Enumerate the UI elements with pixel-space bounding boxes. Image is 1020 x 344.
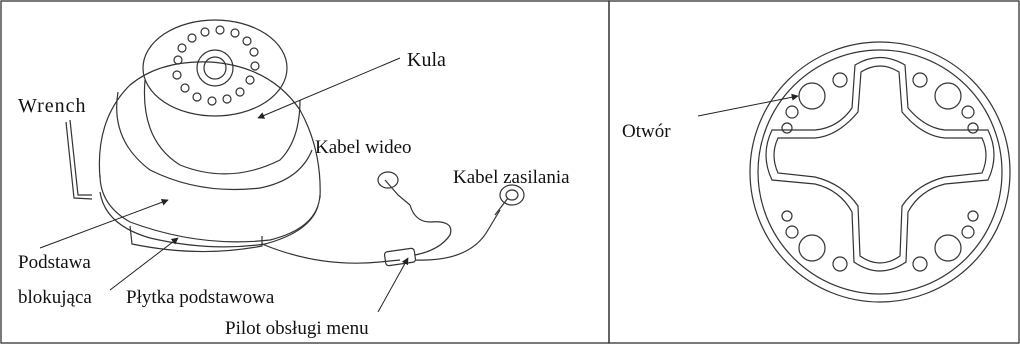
kabel-zasilania-label: Kabel zasilania — [453, 167, 570, 188]
wrench-label: Wrench — [18, 95, 87, 117]
kabel-wideo-label: Kabel wideo — [315, 137, 412, 158]
kula-arrow — [257, 57, 401, 119]
kula-label: Kula — [407, 49, 446, 71]
dome-camera-drawing — [65, 19, 525, 267]
plytka-label: Płytka podstawowa — [126, 287, 275, 308]
podstawa-label-line2: blokująca — [18, 287, 92, 308]
pilot-arrow — [377, 257, 409, 313]
otwor-label: Otwór — [622, 121, 671, 142]
podstawa-label-line1: Podstawa — [18, 252, 91, 273]
otwor-arrow — [697, 93, 799, 117]
podstawa-arrow — [39, 198, 169, 249]
pilot-label: Pilot obsługi menu — [225, 318, 369, 339]
right-panel-frame — [608, 0, 1020, 344]
mounting-plate-drawing — [749, 41, 1011, 303]
plytka-arrow — [109, 237, 179, 291]
